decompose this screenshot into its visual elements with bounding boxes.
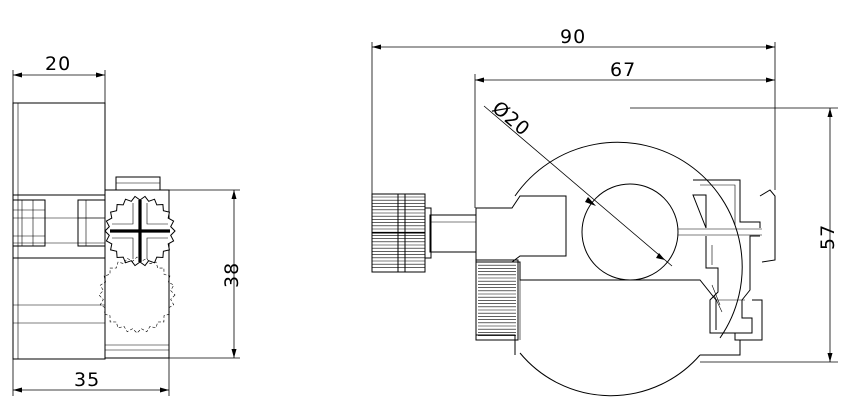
- dim-label-57: 57: [817, 224, 839, 250]
- side-view: [12, 102, 176, 360]
- side-top-cap: [115, 176, 161, 191]
- front-lower-knob: [475, 259, 519, 341]
- front-body-block: [475, 195, 567, 263]
- dim-label-67: 67: [610, 59, 636, 81]
- dim-label-90: 90: [560, 26, 586, 48]
- front-ring-outer: [514, 141, 743, 339]
- front-view: [371, 141, 776, 397]
- front-dimensions: 90 67 Ø20 57: [371, 26, 839, 363]
- side-gear-knob-lower: [98, 256, 176, 334]
- dim-label-38: 38: [221, 262, 243, 288]
- front-latch: [692, 179, 776, 356]
- front-bore: [581, 183, 679, 281]
- dim-label-35: 35: [74, 369, 100, 391]
- side-gear-knob-upper: [104, 195, 176, 267]
- front-knurled-knob: [371, 193, 432, 273]
- dim-label-diameter: Ø20: [488, 97, 534, 141]
- diameter-leader: [483, 105, 673, 267]
- dim-label-20: 20: [45, 53, 71, 75]
- side-knob-block: [12, 199, 46, 247]
- side-body-outline: [12, 102, 106, 360]
- front-shaft: [429, 214, 477, 253]
- side-dimensions: 20 38 35: [12, 53, 243, 396]
